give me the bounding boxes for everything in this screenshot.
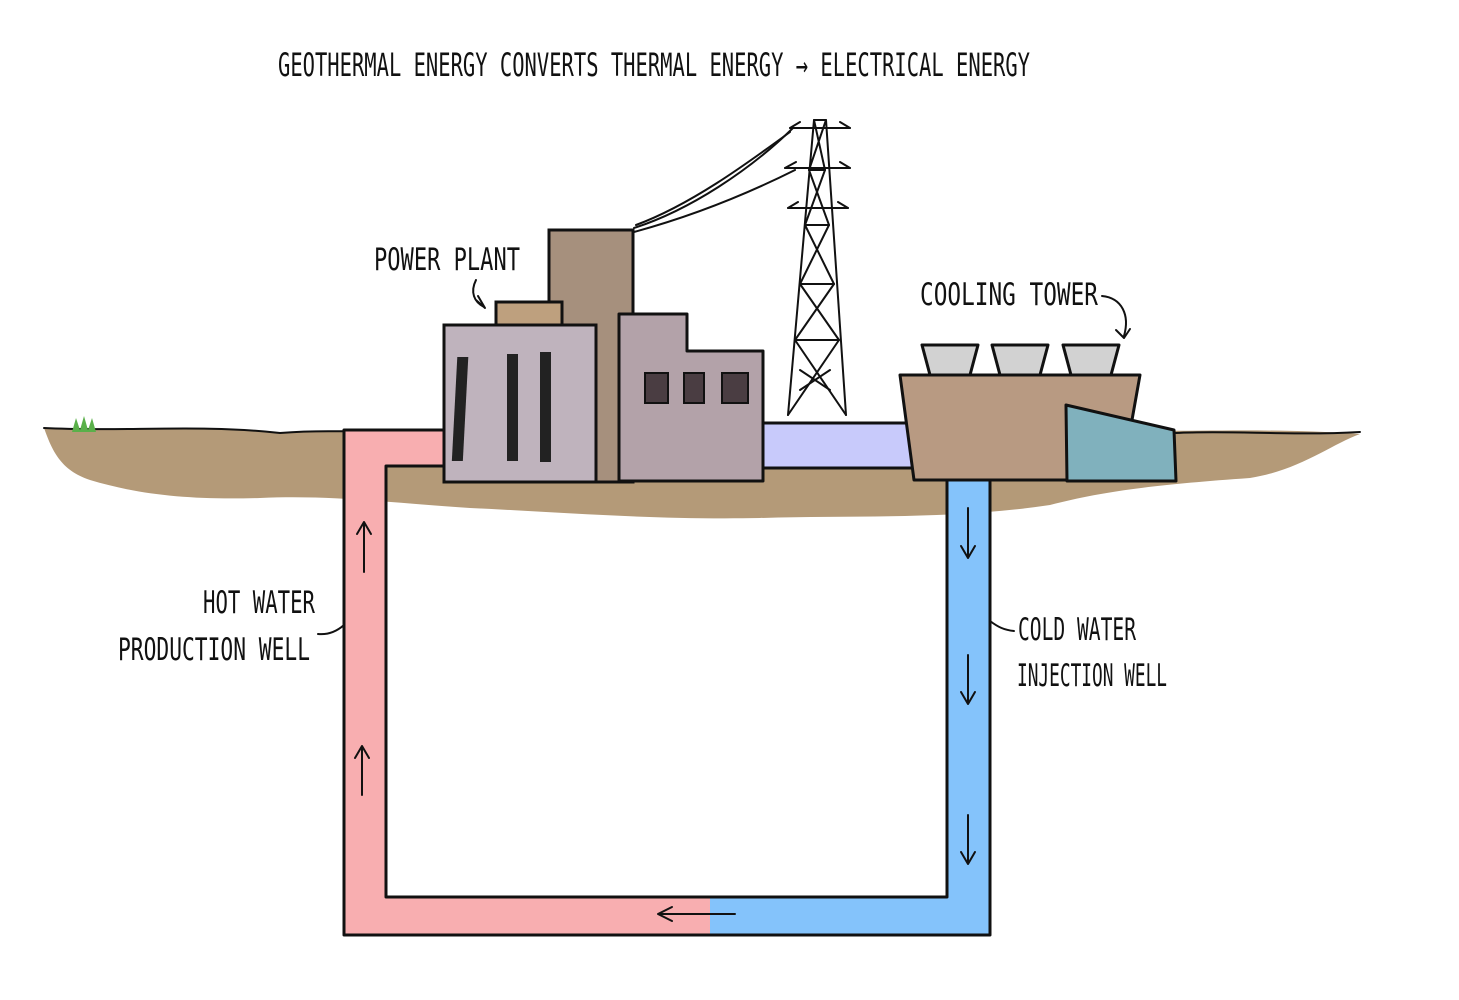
connector-pipe <box>760 421 919 470</box>
plant-window <box>721 372 749 404</box>
diagram-title: GEOTHERMAL ENERGY CONVERTS THERMAL ENERG… <box>278 46 1030 84</box>
plant-window-slot <box>451 357 469 461</box>
power-plant-label: POWER PLANT <box>374 242 520 278</box>
plant-main-building <box>442 323 598 484</box>
flow-arrows <box>354 507 976 922</box>
arrow-left-icon <box>657 906 736 922</box>
cooling-tower-label: COOLING TOWER <box>920 277 1098 313</box>
cold-water-pipe <box>710 481 990 935</box>
power-plant-pointer <box>472 279 486 309</box>
plant-roof-box <box>494 300 564 328</box>
grass-icon <box>72 416 96 432</box>
pipe-inner-outline <box>384 464 949 899</box>
cold-well-pointer <box>989 620 1015 632</box>
arrow-down-icon <box>960 654 976 705</box>
cooling-tower <box>898 343 1178 483</box>
production-well-label: PRODUCTION WELL <box>118 632 310 668</box>
pipe-outer-outline <box>342 428 992 937</box>
arrow-up-icon <box>354 745 370 796</box>
hot-water-label: HOT WATER <box>203 585 315 621</box>
plant-window <box>644 372 669 404</box>
plant-window-slot <box>540 352 551 462</box>
plant-window-slot <box>507 354 518 461</box>
hot-water-pipe <box>344 430 710 935</box>
arrow-down-icon <box>960 814 976 865</box>
cooling-cup <box>1061 343 1121 377</box>
injection-well-label: INJECTION WELL <box>1017 658 1167 694</box>
condenser-unit <box>1064 403 1178 483</box>
cooling-tower-pointer <box>1101 295 1131 339</box>
hot-well-pointer <box>317 624 345 636</box>
plant-window <box>683 372 705 404</box>
arrow-down-icon <box>960 507 976 559</box>
power-lines <box>633 127 796 233</box>
cooling-cup <box>920 343 980 377</box>
cold-water-label: COLD WATER <box>1018 612 1136 648</box>
power-plant <box>442 228 765 484</box>
transmission-tower-icon <box>784 119 851 416</box>
cooling-cup <box>990 343 1050 377</box>
arrow-up-icon <box>356 521 372 573</box>
